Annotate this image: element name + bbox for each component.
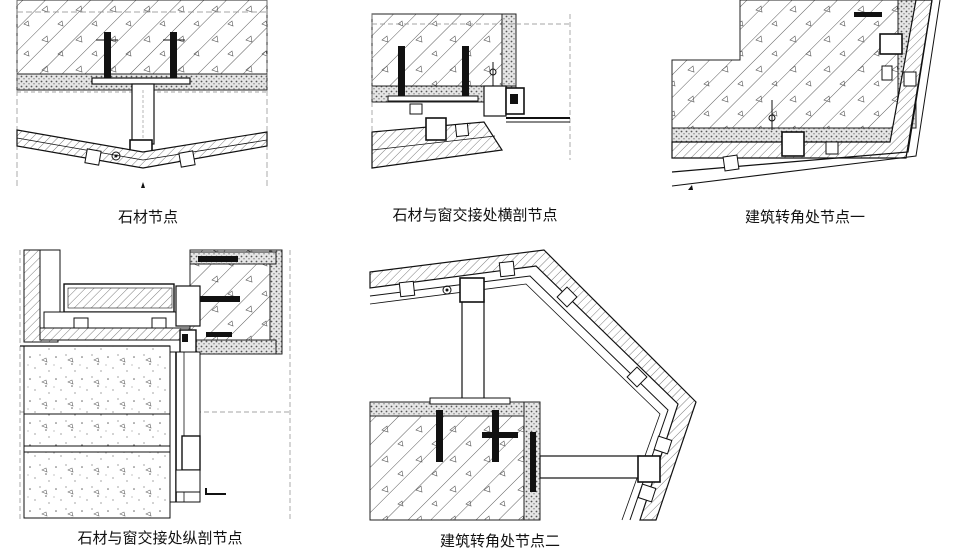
detail-stone-joint: 石材节点 <box>16 0 268 226</box>
detail-building-corner-1: 建筑转角处节点一 <box>671 0 941 226</box>
caption-stone-window-vertical: 石材与窗交接处纵剖节点 <box>77 529 242 547</box>
caption-stone-joint: 石材节点 <box>118 208 178 226</box>
detail-stone-window-horizontal: 石材与窗交接处横剖节点 <box>371 13 571 224</box>
detail-building-corner-2: 建筑转角处节点二 <box>369 249 697 550</box>
detail-stone-window-vertical: 石材与窗交接处纵剖节点 <box>19 249 291 547</box>
caption-stone-window-horizontal: 石材与窗交接处横剖节点 <box>392 206 557 224</box>
caption-building-corner-2: 建筑转角处节点二 <box>440 532 560 550</box>
caption-building-corner-1: 建筑转角处节点一 <box>745 208 865 226</box>
